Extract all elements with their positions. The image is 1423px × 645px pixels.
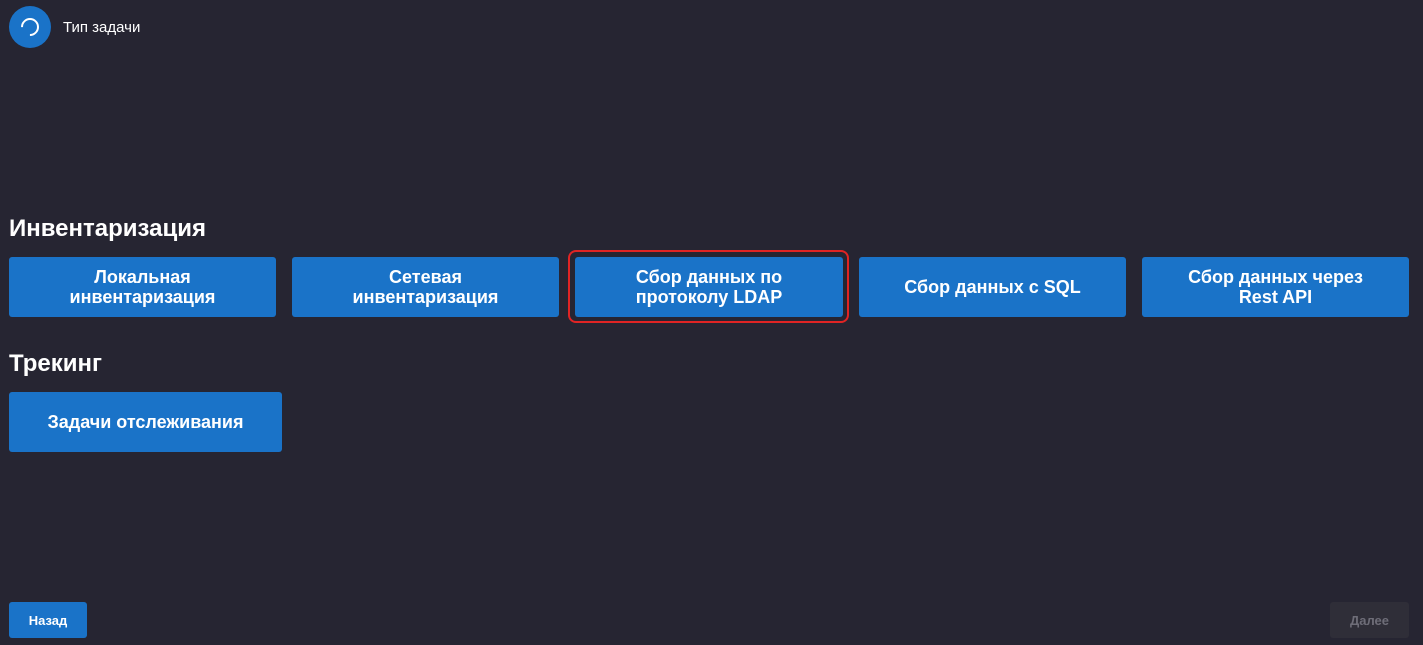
button-label-line2: инвентаризация (352, 287, 499, 307)
back-button[interactable]: Назад (9, 602, 87, 638)
rest-api-collection-button[interactable]: Сбор данных через Rest API (1142, 257, 1409, 317)
button-label-line1: Сбор данных с SQL (904, 277, 1081, 297)
network-inventory-button[interactable]: Сетевая инвентаризация (292, 257, 559, 317)
button-label-line1: Сетевая (389, 267, 462, 287)
ldap-collection-button[interactable]: Сбор данных по протоколу LDAP (575, 257, 843, 317)
tracking-tasks-button[interactable]: Задачи отслеживания (9, 392, 282, 452)
local-inventory-button[interactable]: Локальная инвентаризация (9, 257, 276, 317)
wizard-header: Тип задачи (9, 6, 140, 48)
button-label-line1: Сбор данных через (1188, 267, 1363, 287)
section-title-tracking: Трекинг (9, 350, 103, 377)
button-label-line2: инвентаризация (69, 287, 216, 307)
button-label-line2: Rest API (1238, 287, 1313, 307)
sql-collection-button[interactable]: Сбор данных с SQL (859, 257, 1126, 317)
section-title-inventory: Инвентаризация (9, 215, 207, 242)
step-indicator (9, 6, 51, 48)
button-label-line1: Локальная (94, 267, 191, 287)
button-label-line1: Сбор данных по (635, 267, 783, 287)
page-title: Тип задачи (63, 18, 141, 36)
spinner-icon (17, 14, 43, 40)
next-button[interactable]: Далее (1330, 602, 1409, 638)
button-label-line1: Задачи отслеживания (47, 412, 244, 432)
button-label-line2: протоколу LDAP (635, 287, 783, 307)
